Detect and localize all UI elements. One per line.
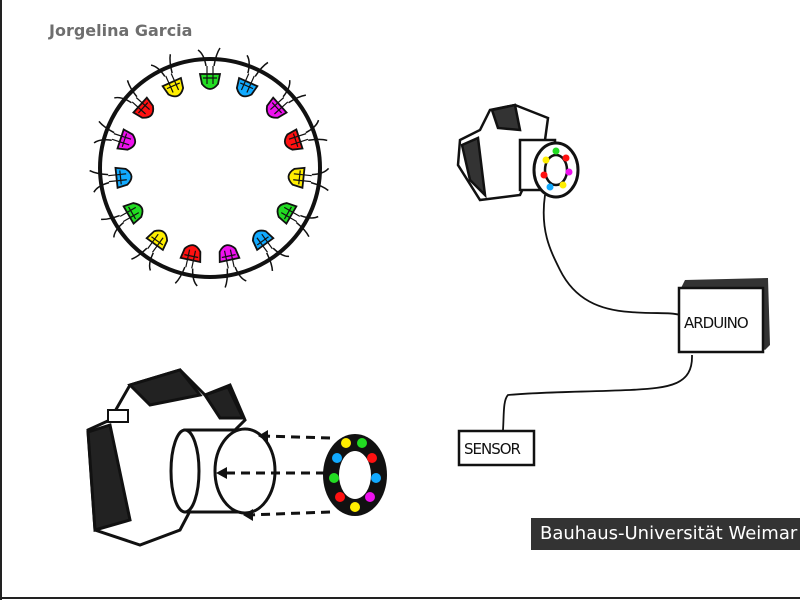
institution-banner: Bauhaus-Universität Weimar — [531, 518, 800, 550]
led — [251, 229, 290, 272]
led — [265, 80, 306, 119]
arduino-label: ARDUINO — [684, 314, 748, 332]
led — [101, 202, 144, 238]
sensor-label: SENSOR — [464, 440, 521, 458]
bottom-border — [0, 597, 800, 599]
led — [174, 244, 202, 287]
small-ring-leds — [540, 147, 573, 191]
arduino-box: ARDUINO — [677, 278, 770, 354]
wire-arduino-sensor — [502, 354, 693, 431]
small-camera — [456, 103, 580, 202]
led-ring — [89, 47, 330, 288]
led — [287, 166, 330, 192]
large-ring — [323, 434, 387, 516]
led — [114, 80, 155, 119]
led — [276, 202, 319, 238]
led — [218, 244, 247, 288]
led — [93, 120, 137, 151]
led — [197, 47, 222, 90]
dashed-arrows — [222, 434, 331, 517]
sensor-box: SENSOR — [457, 429, 536, 467]
led — [89, 166, 133, 193]
led — [283, 119, 328, 151]
led-group — [89, 47, 330, 288]
left-border — [0, 0, 2, 600]
led — [150, 54, 185, 98]
author-name: Jorgelina Garcia — [49, 21, 193, 40]
large-camera — [86, 368, 277, 547]
led — [131, 229, 169, 271]
arrow-heads — [216, 430, 268, 521]
led — [235, 54, 269, 98]
wire-camera-arduino — [542, 194, 681, 316]
